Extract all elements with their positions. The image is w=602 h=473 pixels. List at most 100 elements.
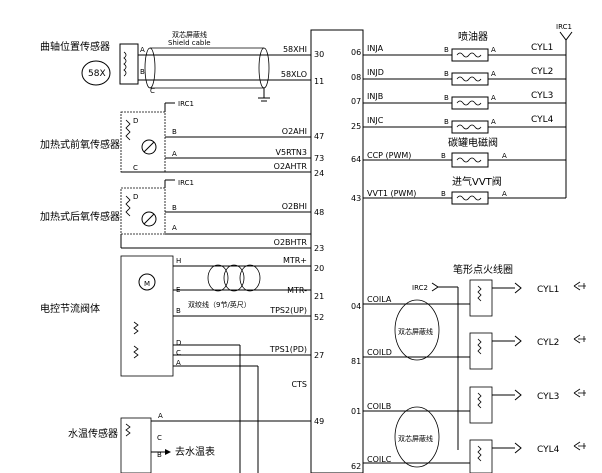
throttle-pin-d: D: [176, 339, 181, 347]
pin-01: 01: [351, 407, 361, 416]
sig-o2ahtr: O2AHTR: [274, 162, 308, 171]
inj2-pin-b: B: [444, 70, 449, 78]
coil-cyl4: CYL4: [537, 445, 560, 455]
sig-tps2: TPS2(UP): [269, 306, 307, 315]
pin-06: 06: [351, 48, 361, 57]
vvt-label: 进气VVT阀: [452, 175, 502, 188]
twisted-pair-label: 双绞线（9节/英尺）: [188, 300, 251, 309]
pin-27: 27: [314, 351, 324, 360]
o2-rear-pin-d: D: [133, 193, 138, 201]
sig-ccp: CCP (PWM): [367, 151, 411, 160]
ground-icon: [573, 334, 586, 344]
irc1-label: IRC1: [556, 23, 572, 31]
irc2-label: IRC2: [412, 284, 428, 292]
sig-o2bhtr: O2BHTR: [274, 238, 308, 247]
sig-o2ahi: O2AHI: [282, 127, 307, 136]
crank-sensor-symbol: [81, 60, 111, 86]
o2-front-pin-a: A: [172, 150, 177, 158]
pin-21: 21: [314, 292, 324, 301]
coolant-label: 水温传感器: [68, 427, 118, 440]
inj1-pin-b: B: [444, 46, 449, 54]
throttle-label: 电控节流阀体: [40, 302, 100, 315]
inj2-pin-a: A: [491, 70, 496, 78]
svg-text:M: M: [144, 280, 150, 288]
shield-cable-1: [394, 299, 440, 361]
pin-52: 52: [314, 313, 324, 322]
crank-cable-en: Shield cable: [168, 39, 211, 47]
sig-58xhi: 58XHI: [283, 45, 307, 54]
vvt-pin-a: A: [502, 190, 507, 198]
crank-sensor-code: 58X: [88, 69, 106, 79]
ground-icon: [573, 388, 586, 398]
ecu-right-labels: 06 INJA 08 INJD 07 INJB 25 INJC 64 CCP (…: [351, 44, 416, 471]
o2-rear-irc: IRC1: [178, 179, 194, 187]
canister-pin-a: A: [502, 152, 507, 160]
pin-43: 43: [351, 194, 361, 203]
coolant-box: [120, 417, 152, 473]
inj3-pin-b: B: [444, 94, 449, 102]
ground-icon: [573, 281, 586, 291]
pin-25: 25: [351, 122, 361, 131]
arrow-icon: [165, 449, 171, 455]
coolant-pin-c: C: [157, 434, 162, 442]
pin-73: 73: [314, 154, 324, 163]
inj3-pin-a: A: [491, 94, 496, 102]
inj4-pin-a: A: [491, 118, 496, 126]
o2-front-pin-d: D: [133, 117, 138, 125]
sig-o2bhi: O2BHI: [282, 202, 307, 211]
o2-rear-pin-a: A: [172, 224, 177, 232]
pin-81: 81: [351, 357, 361, 366]
pin-62: 62: [351, 462, 361, 471]
crank-pin-b: B: [140, 68, 145, 76]
coil-cyl2: CYL2: [537, 338, 559, 348]
o2-front-box: [120, 111, 166, 173]
o2-front-sensor: 加热式前氧传感器 D B A C IRC1: [40, 100, 311, 173]
sig-cts: CTS: [291, 380, 307, 389]
sig-coilc: COILC: [367, 455, 392, 464]
sig-vvt1: VVT1 (PWM): [367, 189, 416, 198]
sig-injd: INJD: [367, 68, 384, 77]
inj1-pin-a: A: [491, 46, 496, 54]
irc2-icon: [431, 282, 439, 292]
o2-front-label: 加热式前氧传感器: [40, 138, 120, 151]
coolant-pin-a: A: [158, 412, 163, 420]
crank-pin-c: C: [150, 87, 155, 95]
injector-cyl2: CYL2: [531, 67, 553, 77]
pin-48: 48: [314, 208, 324, 217]
ecu-left-labels: 58XHI 30 58XLO 11 O2AHI 47 V5RTN3 73 O2A…: [269, 45, 324, 426]
canister-label: 碳罐电磁阀: [448, 136, 498, 149]
pin-07: 07: [351, 97, 361, 106]
crank-sensor-box: [119, 43, 139, 85]
coil-3-box: [469, 386, 493, 424]
sig-58xlo: 58XLO: [281, 70, 307, 79]
canister-pin-b: B: [441, 152, 446, 160]
injector-cyl4: CYL4: [531, 115, 554, 125]
throttle-pin-h: H: [176, 257, 181, 265]
spark-arrow-icon: [514, 389, 522, 401]
pin-20: 20: [314, 264, 324, 273]
canister-and-vvt: 碳罐电磁阀 B A 进气VVT阀 B A: [363, 136, 566, 205]
spark-arrow-icon: [514, 335, 522, 347]
o2-rear-sensor: 加热式后氧传感器 D B A IRC1: [40, 179, 311, 249]
coil-2-box: [469, 332, 493, 370]
spark-arrow-icon: [514, 442, 522, 454]
vvt-pin-b: B: [441, 190, 446, 198]
pin-11: 11: [314, 77, 324, 86]
injector-cyl1: CYL1: [531, 43, 553, 53]
pin-08: 08: [351, 73, 361, 82]
o2-rear-box: [120, 187, 166, 235]
o2-front-irc: IRC1: [178, 100, 194, 108]
injectors: 喷油器 IRC1 B A CYL1 B A CYL2 B A CYL3 B A …: [363, 23, 573, 198]
sig-inja: INJA: [367, 44, 384, 53]
throttle-pin-b: B: [176, 307, 181, 315]
irc1-icon: [559, 31, 573, 41]
pin-24: 24: [314, 169, 324, 178]
spark-arrow-icon: [514, 282, 522, 294]
pin-49: 49: [314, 417, 324, 426]
ignition-coils: 笔形点火线圈 IRC2 双芯屏蔽线 双芯屏蔽线 CYL1 CYL2 CYL3: [363, 263, 586, 473]
pin-47: 47: [314, 132, 324, 141]
coil-cyl1: CYL1: [537, 285, 559, 295]
coolant-to-gauge: 去水温表: [175, 445, 215, 458]
o2-front-pin-c: C: [133, 164, 138, 172]
sig-mtr-plus: MTR+: [283, 256, 307, 265]
